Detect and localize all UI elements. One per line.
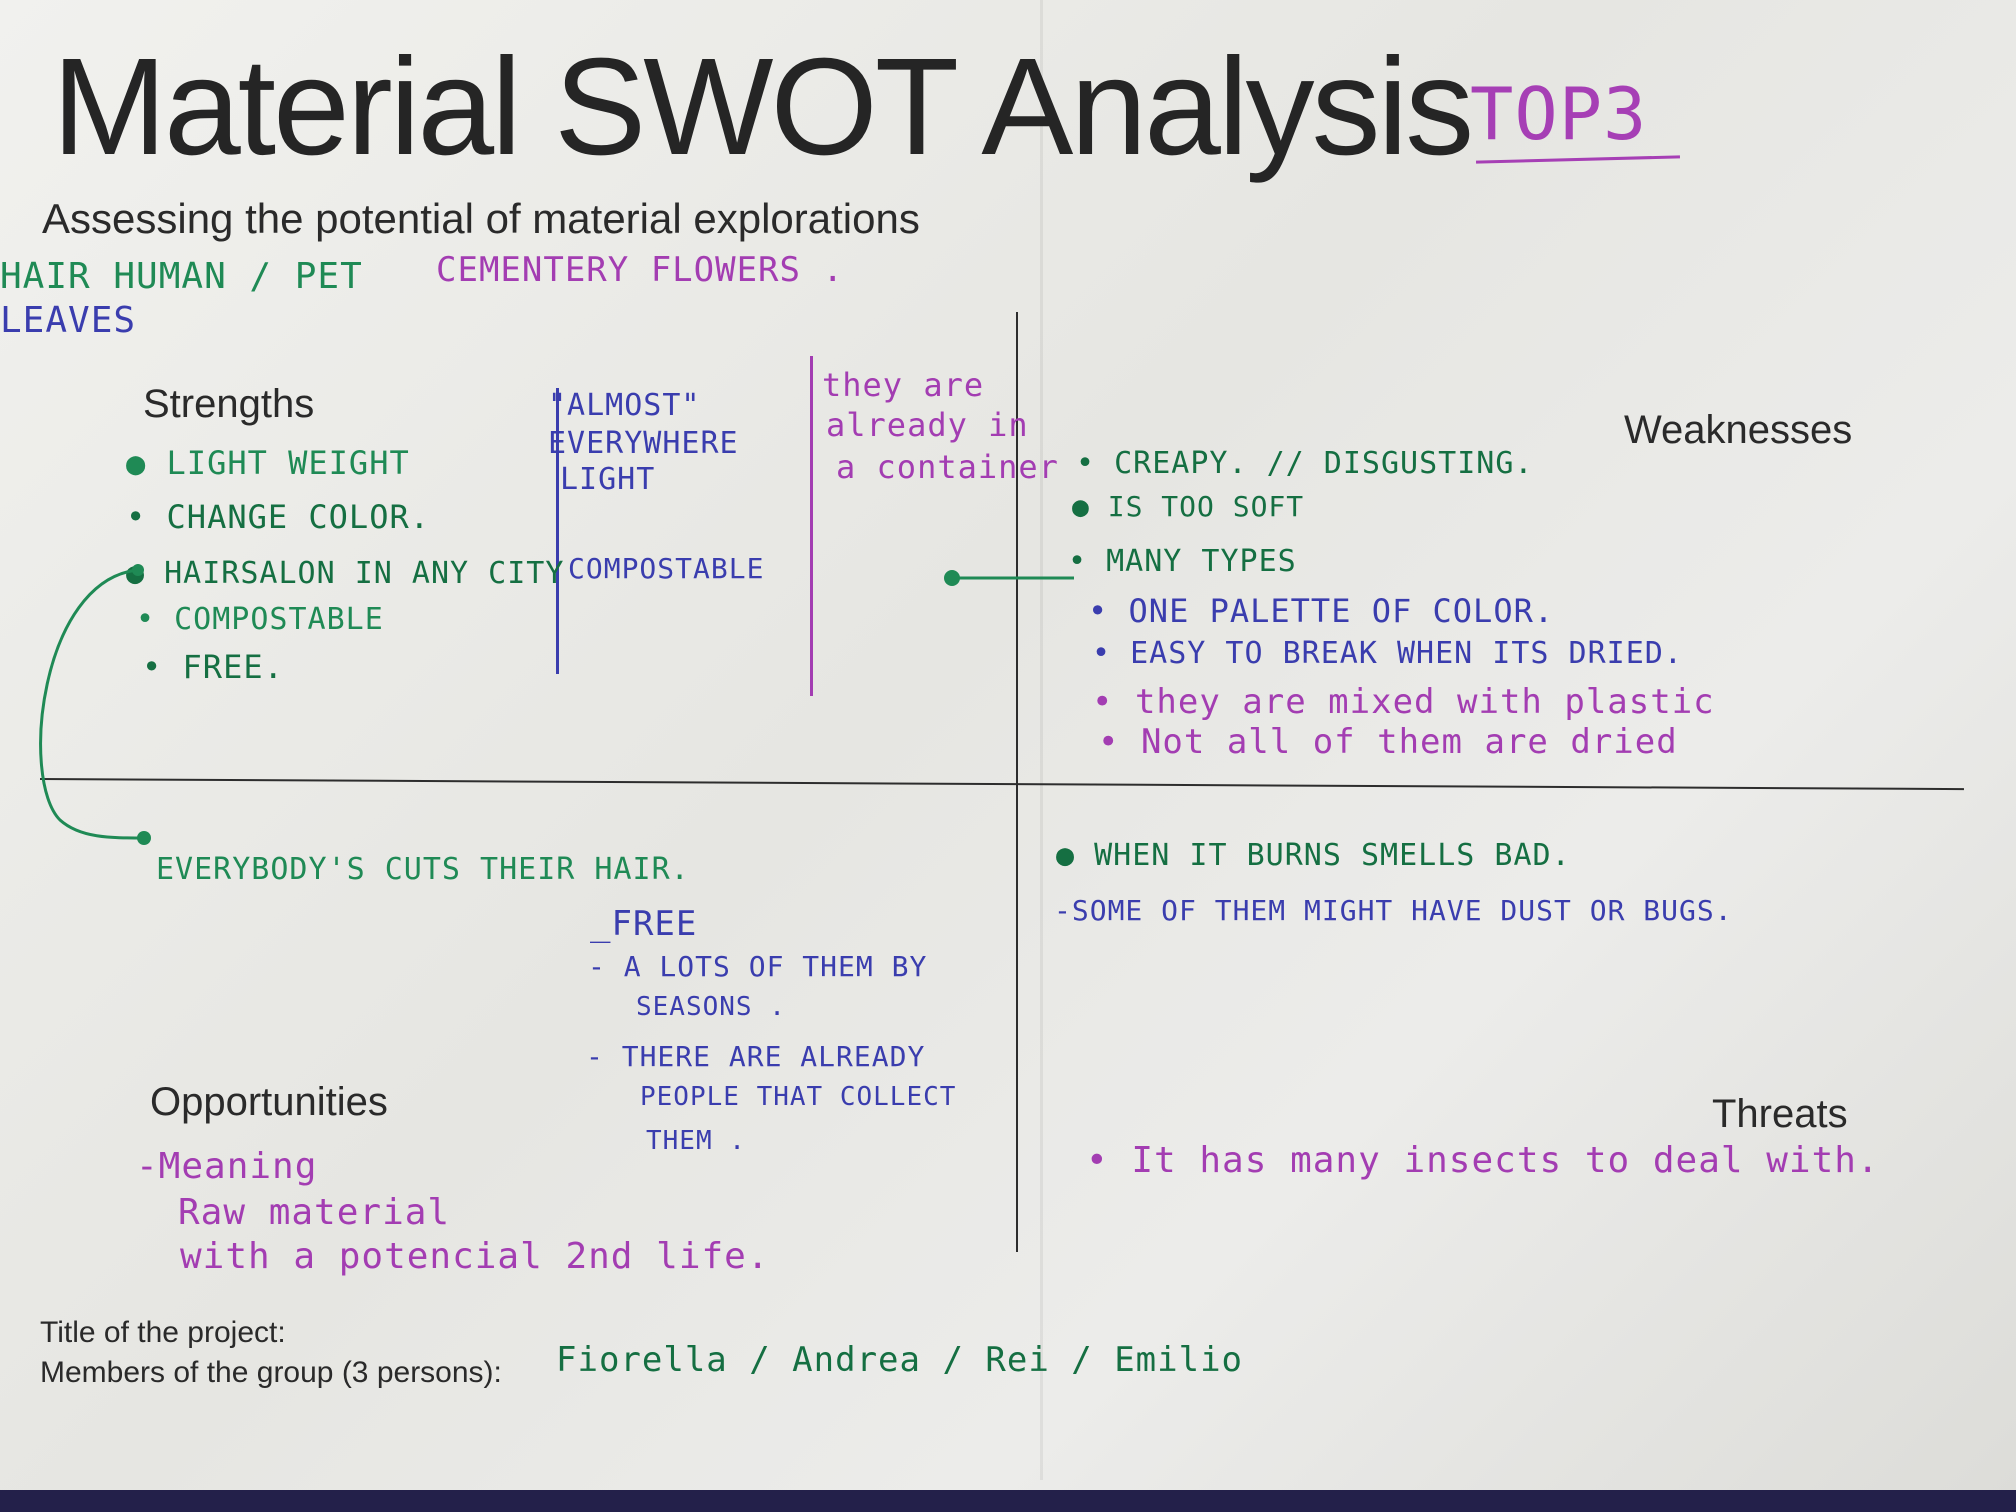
opportunity-leaves-item: _FREE xyxy=(590,904,698,944)
strength-flowers-item: already in xyxy=(826,406,1029,444)
opportunity-leaves-item: THEM . xyxy=(646,1126,746,1156)
material-hair: HAIR HUMAN / PET xyxy=(0,256,363,297)
footer-members-label: Members of the group (3 persons): xyxy=(40,1356,502,1389)
table-edge xyxy=(0,1490,2016,1512)
material-leaves: LEAVES xyxy=(0,300,137,341)
strength-item: ● LIGHT WEIGHT xyxy=(126,444,410,482)
threat-item: • It has many insects to deal with. xyxy=(1086,1140,1880,1181)
weakness-item: • CREAPY. // DISGUSTING. xyxy=(1076,446,1534,481)
opportunities-label: Opportunities xyxy=(150,1080,388,1124)
opportunity-flowers-item: -Meaning xyxy=(136,1146,318,1187)
opportunity-leaves-item: PEOPLE THAT COLLECT xyxy=(640,1082,957,1112)
page-subtitle: Assessing the potential of material expl… xyxy=(42,195,920,242)
opportunity-leaves-item: - THERE ARE ALREADY xyxy=(586,1040,926,1073)
weakness-item: • ONE PALETTE OF COLOR. xyxy=(1088,592,1555,630)
page-title: Material SWOT Analysis xyxy=(52,30,1474,184)
weakness-item: • Not all of them are dried xyxy=(1098,722,1678,762)
opportunity-flowers-item: with a potencial 2nd life. xyxy=(180,1236,770,1277)
opportunity-leaves-item: - A LOTS OF THEM BY xyxy=(588,950,928,983)
strength-flowers-item: a container xyxy=(836,448,1059,486)
strength-leaves-item: LIGHT xyxy=(560,462,656,497)
strength-item: • COMPOSTABLE xyxy=(136,602,384,637)
opportunity-leaves-item: SEASONS . xyxy=(636,992,786,1022)
footer-project-label: Title of the project: xyxy=(40,1316,286,1349)
grid-vertical-line xyxy=(1016,312,1018,1252)
strength-item: • CHANGE COLOR. xyxy=(126,498,430,536)
strength-item: • FREE. xyxy=(142,648,284,686)
weaknesses-label: Weaknesses xyxy=(1624,408,1853,452)
paper-fold xyxy=(1040,0,1043,1480)
weakness-item: ● IS TOO SOFT xyxy=(1072,490,1305,523)
weakness-item: • MANY TYPES xyxy=(1068,544,1297,579)
weakness-item: • they are mixed with plastic xyxy=(1092,682,1715,722)
strengths-column-divider-blue xyxy=(556,388,559,674)
top3-note: TOP3 xyxy=(1470,72,1648,156)
material-flowers: CEMENTERY FLOWERS . xyxy=(436,250,844,290)
strengths-column-divider-purple xyxy=(810,356,813,696)
weakness-item: • EASY TO BREAK WHEN ITS DRIED. xyxy=(1092,636,1683,671)
strength-leaves-item: EVERYWHERE xyxy=(548,426,739,461)
strength-leaves-item: COMPOSTABLE xyxy=(568,552,765,585)
footer-members-value: Fiorella / Andrea / Rei / Emilio xyxy=(556,1340,1244,1380)
strengths-label: Strengths xyxy=(143,382,315,426)
opportunity-hair-item: EVERYBODY'S CUTS THEIR HAIR. xyxy=(156,852,690,887)
threat-item: -SOME OF THEM MIGHT HAVE DUST OR BUGS. xyxy=(1054,894,1733,927)
threats-label: Threats xyxy=(1712,1092,1848,1136)
strength-leaves-item: "ALMOST" xyxy=(548,388,701,423)
threat-item: ● WHEN IT BURNS SMELLS BAD. xyxy=(1056,838,1571,873)
strength-flowers-item: they are xyxy=(822,366,985,404)
opportunity-flowers-item: Raw material xyxy=(178,1192,451,1233)
